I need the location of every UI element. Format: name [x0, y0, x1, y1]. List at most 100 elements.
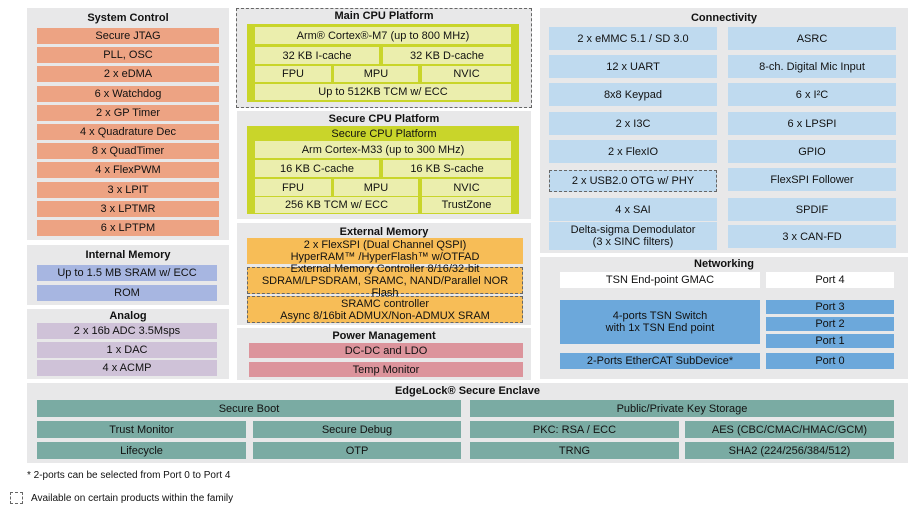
internal-memory-panel: Internal Memory Up to 1.5 MB SRAM w/ ECC… — [27, 245, 229, 305]
cortex-m33-block: Arm Cortex-M33 (up to 300 MHz) — [255, 141, 511, 158]
external-memory-panel: External Memory 2 x FlexSPI (Dual Channe… — [237, 223, 531, 325]
power-management-panel: Power Management DC-DC and LDO Temp Moni… — [237, 328, 531, 380]
connectivity-left-item: 2 x eMMC 5.1 / SD 3.0 — [549, 27, 717, 50]
system-control-item: 4 x Quadrature Dec — [37, 124, 219, 140]
m7-fpu-block: FPU — [255, 66, 331, 82]
main-cpu-panel: Main CPU Platform Arm® Cortex®-M7 (up to… — [236, 8, 532, 108]
sramc-line2: Async 8/16bit ADMUX/Non-ADMUX SRAM — [280, 309, 490, 322]
networking-title: Networking — [694, 258, 754, 270]
temp-monitor-block: Temp Monitor — [249, 362, 523, 377]
trustzone-block: TrustZone — [422, 197, 511, 213]
ports-footnote: * 2-ports can be selected from Port 0 to… — [27, 470, 231, 481]
connectivity-right-item: GPIO — [728, 140, 896, 163]
ccache-block: 16 KB C-cache — [255, 160, 379, 177]
port-0-block: Port 0 — [766, 353, 894, 369]
system-control-item: 3 x LPIT — [37, 181, 219, 198]
ethercat-block: 2-Ports EtherCAT SubDevice* — [560, 353, 760, 369]
power-management-title: Power Management — [332, 330, 436, 342]
secure-cpu-panel: Secure CPU Platform Secure CPU Platform … — [237, 111, 531, 219]
connectivity-right-item: SPDIF — [728, 198, 896, 221]
system-control-item: 4 x FlexPWM — [37, 162, 219, 179]
networking-panel: Networking TSN End-point GMAC Port 4 4-p… — [540, 257, 908, 379]
edgelock-panel: EdgeLock® Secure Enclave Secure Boot Pub… — [27, 383, 908, 463]
port-4-block: Port 4 — [766, 272, 894, 288]
connectivity-panel: Connectivity 2 x eMMC 5.1 / SD 3.0 12 x U… — [540, 8, 908, 253]
connectivity-right-item: 3 x CAN-FD — [728, 225, 896, 248]
tsn-gmac-block: TSN End-point GMAC — [560, 272, 760, 288]
sram-block: Up to 1.5 MB SRAM w/ ECC — [37, 265, 217, 281]
key-storage-block: Public/Private Key Storage — [470, 400, 894, 417]
port-3-block: Port 3 — [766, 300, 894, 314]
pkc-block: PKC: RSA / ECC — [470, 421, 679, 438]
internal-memory-title: Internal Memory — [85, 249, 171, 261]
system-control-item: 6 x LPTPM — [37, 220, 219, 236]
dcdc-ldo-block: DC-DC and LDO — [249, 343, 523, 358]
connectivity-left-item: 2 x I3C — [549, 112, 717, 135]
port-1-block: Port 1 — [766, 334, 894, 348]
adc-block: 2 x 16b ADC 3.5Msps — [37, 323, 217, 339]
emc-line2: SDRAM/LPSDRAM, SRAMC, NAND/Parallel NOR … — [261, 274, 509, 299]
connectivity-left-item: 8x8 Keypad — [549, 83, 717, 106]
system-control-item: 8 x QuadTimer — [37, 143, 219, 160]
secure-cpu-inner-title: Secure CPU Platform — [331, 128, 437, 140]
m7-mpu-block: MPU — [334, 66, 418, 82]
emc-line1: External Memory Controller 8/16/32-bit — [290, 262, 480, 275]
dcache-block: 32 KB D-cache — [383, 47, 511, 64]
m33-nvic-block: NVIC — [422, 179, 511, 196]
trng-block: TRNG — [470, 442, 679, 459]
main-cpu-title: Main CPU Platform — [334, 10, 434, 22]
connectivity-right-item: 6 x LPSPI — [728, 112, 896, 135]
icache-block: 32 KB I-cache — [255, 47, 379, 64]
secure-cpu-title: Secure CPU Platform — [328, 113, 440, 125]
m33-mpu-block: MPU — [334, 179, 418, 196]
delta-sigma-line2: (3 x SINC filters) — [592, 236, 674, 248]
secure-debug-block: Secure Debug — [253, 421, 461, 438]
connectivity-title: Connectivity — [690, 12, 757, 24]
connectivity-right-item: 6 x I²C — [728, 83, 896, 106]
port-2-block: Port 2 — [766, 317, 894, 331]
acmp-block: 4 x ACMP — [37, 360, 217, 376]
usb-otg-block: 2 x USB2.0 OTG w/ PHY — [549, 170, 717, 192]
delta-sigma-block: Delta-sigma Demodulator (3 x SINC filter… — [549, 222, 717, 250]
scache-block: 16 KB S-cache — [383, 160, 511, 177]
sramc-line1: SRAMC controller — [340, 297, 430, 310]
secure-boot-block: Secure Boot — [37, 400, 461, 417]
aes-block: AES (CBC/CMAC/HMAC/GCM) — [685, 421, 894, 438]
tsn-switch-line2: with 1x TSN End point — [605, 322, 715, 334]
connectivity-left-item: 2 x FlexIO — [549, 140, 717, 163]
sramc-block: SRAMC controller Async 8/16bit ADMUX/Non… — [247, 296, 523, 323]
connectivity-left-item: 12 x UART — [549, 55, 717, 78]
system-control-item: 6 x Watchdog — [37, 85, 219, 102]
legend-footnote: Available on certain products within the… — [31, 493, 234, 504]
edgelock-title: EdgeLock® Secure Enclave — [394, 385, 541, 397]
dashed-legend-icon — [10, 492, 23, 504]
rom-block: ROM — [37, 285, 217, 301]
system-control-item: Secure JTAG — [37, 28, 219, 44]
m33-fpu-block: FPU — [255, 179, 331, 196]
connectivity-right-item: FlexSPI Follower — [728, 168, 896, 191]
tsn-switch-block: 4-ports TSN Switch with 1x TSN End point — [560, 300, 760, 344]
lifecycle-block: Lifecycle — [37, 442, 246, 459]
system-control-item: 2 x eDMA — [37, 66, 219, 83]
system-control-title: System Control — [87, 12, 169, 24]
m7-nvic-block: NVIC — [422, 66, 511, 82]
external-memory-title: External Memory — [339, 226, 429, 238]
emc-block: External Memory Controller 8/16/32-bit S… — [247, 263, 523, 299]
flexspi-block: 2 x FlexSPI (Dual Channel QSPI) HyperRAM… — [247, 238, 523, 264]
system-control-item: 3 x LPTMR — [37, 200, 219, 217]
trust-monitor-block: Trust Monitor — [37, 421, 246, 438]
connectivity-right-item: ASRC — [728, 27, 896, 50]
cortex-m7-block: Arm® Cortex®-M7 (up to 800 MHz) — [255, 27, 511, 44]
otp-block: OTP — [253, 442, 461, 459]
system-control-item: 2 x GP Timer — [37, 104, 219, 121]
system-control-item: PLL, OSC — [37, 47, 219, 64]
connectivity-right-item: 8-ch. Digital Mic Input — [728, 55, 896, 78]
flexspi-line2: HyperRAM™ /HyperFlash™ w/OTFAD — [290, 251, 480, 263]
dac-block: 1 x DAC — [37, 342, 217, 358]
sha2-block: SHA2 (224/256/384/512) — [685, 442, 894, 459]
connectivity-left-item: 4 x SAI — [549, 198, 717, 221]
delta-sigma-line1: Delta-sigma Demodulator — [570, 224, 696, 236]
m7-tcm-block: Up to 512KB TCM w/ ECC — [255, 84, 511, 100]
m33-tcm-block: 256 KB TCM w/ ECC — [255, 197, 418, 213]
analog-title: Analog — [109, 310, 147, 322]
